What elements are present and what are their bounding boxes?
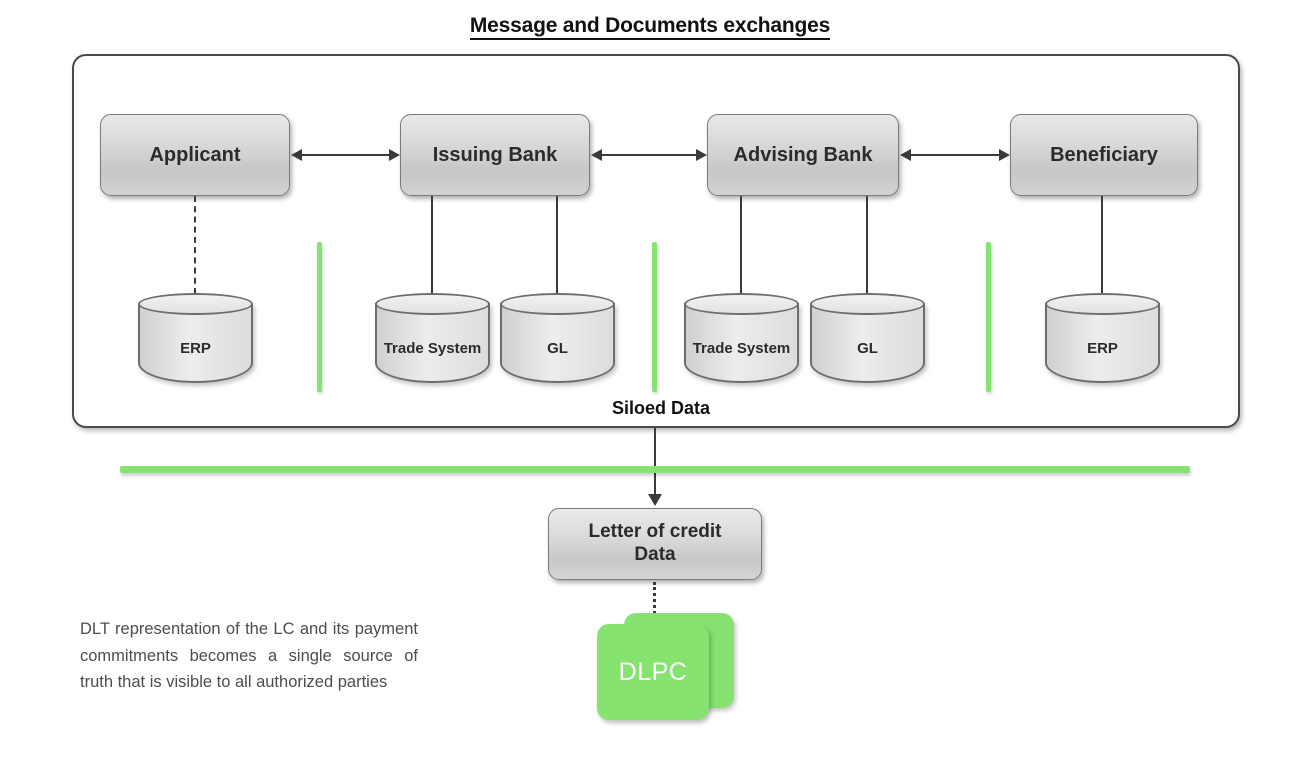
arrow-head-right-icon bbox=[999, 149, 1010, 161]
cylinder-top-ellipse bbox=[375, 293, 490, 315]
party-label-issuing-bank: Issuing Bank bbox=[432, 143, 558, 166]
cylinder-top-ellipse bbox=[500, 293, 615, 315]
arrow-head-right-icon bbox=[696, 149, 707, 161]
lc-box-line-2: Data bbox=[634, 544, 676, 565]
dlpc-label: DLPC bbox=[618, 657, 688, 686]
siloed-data-label: Siloed Data bbox=[540, 398, 782, 419]
database-label-applicant-erp: ERP bbox=[180, 339, 211, 357]
database-label-issuing-trade-system: Trade System bbox=[383, 339, 482, 357]
connector-issuing-gl bbox=[556, 196, 558, 294]
connector-lc-to-dlpc bbox=[653, 582, 656, 614]
arrow-head-down-icon bbox=[648, 494, 662, 506]
cylinder-body bbox=[1045, 303, 1160, 383]
database-beneficiary-erp[interactable]: ERP bbox=[1045, 293, 1160, 383]
party-label-advising-bank: Advising Bank bbox=[733, 143, 873, 166]
arrow-head-left-icon bbox=[591, 149, 602, 161]
arrow-head-right-icon bbox=[389, 149, 400, 161]
cylinder-body bbox=[684, 303, 799, 383]
connector-advising-gl bbox=[866, 196, 868, 294]
page-title: Message and Documents exchanges bbox=[0, 14, 1300, 40]
database-advising-trade-system[interactable]: Trade System bbox=[684, 293, 799, 383]
database-advising-gl[interactable]: GL bbox=[810, 293, 925, 383]
connector-siloed-to-lc bbox=[654, 428, 656, 498]
page-title-text: Message and Documents exchanges bbox=[469, 14, 830, 40]
database-applicant-erp[interactable]: ERP bbox=[138, 293, 253, 383]
database-label-beneficiary-erp: ERP bbox=[1087, 339, 1118, 357]
cylinder-body bbox=[810, 303, 925, 383]
dlt-boundary-line bbox=[120, 466, 1190, 473]
arrow-head-left-icon bbox=[291, 149, 302, 161]
party-label-applicant: Applicant bbox=[149, 143, 241, 166]
arrow-head-left-icon bbox=[900, 149, 911, 161]
party-label-beneficiary: Beneficiary bbox=[1050, 143, 1158, 166]
database-label-advising-trade-system: Trade System bbox=[692, 339, 791, 357]
cylinder-body bbox=[375, 303, 490, 383]
connector-advising-trade-system bbox=[740, 196, 742, 294]
database-issuing-trade-system[interactable]: Trade System bbox=[375, 293, 490, 383]
silo-separator-3 bbox=[986, 242, 991, 392]
database-issuing-gl[interactable]: GL bbox=[500, 293, 615, 383]
dlpc-card-front[interactable]: DLPC bbox=[597, 624, 709, 720]
party-box-beneficiary[interactable]: Beneficiary bbox=[1010, 114, 1198, 196]
cylinder-top-ellipse bbox=[684, 293, 799, 315]
letter-of-credit-data-box[interactable]: Letter of credit Data bbox=[548, 508, 762, 580]
cylinder-top-ellipse bbox=[1045, 293, 1160, 315]
dlt-caption-text: DLT representation of the LC and its pay… bbox=[80, 620, 418, 692]
connector-beneficiary-erp bbox=[1101, 196, 1103, 294]
cylinder-top-ellipse bbox=[138, 293, 253, 315]
party-box-advising-bank[interactable]: Advising Bank bbox=[707, 114, 899, 196]
cylinder-top-ellipse bbox=[810, 293, 925, 315]
connector-applicant-erp bbox=[194, 196, 196, 294]
party-box-applicant[interactable]: Applicant bbox=[100, 114, 290, 196]
arrow-shaft bbox=[600, 154, 697, 156]
arrow-shaft bbox=[300, 154, 390, 156]
lc-box-line-1: Letter of credit bbox=[588, 521, 722, 543]
arrow-shaft bbox=[909, 154, 1000, 156]
silo-separator-2 bbox=[652, 242, 657, 392]
database-label-advising-gl: GL bbox=[857, 339, 878, 357]
cylinder-body bbox=[138, 303, 253, 383]
database-label-issuing-gl: GL bbox=[547, 339, 568, 357]
connector-issuing-trade-system bbox=[431, 196, 433, 294]
silo-separator-1 bbox=[317, 242, 322, 392]
party-box-issuing-bank[interactable]: Issuing Bank bbox=[400, 114, 590, 196]
cylinder-body bbox=[500, 303, 615, 383]
